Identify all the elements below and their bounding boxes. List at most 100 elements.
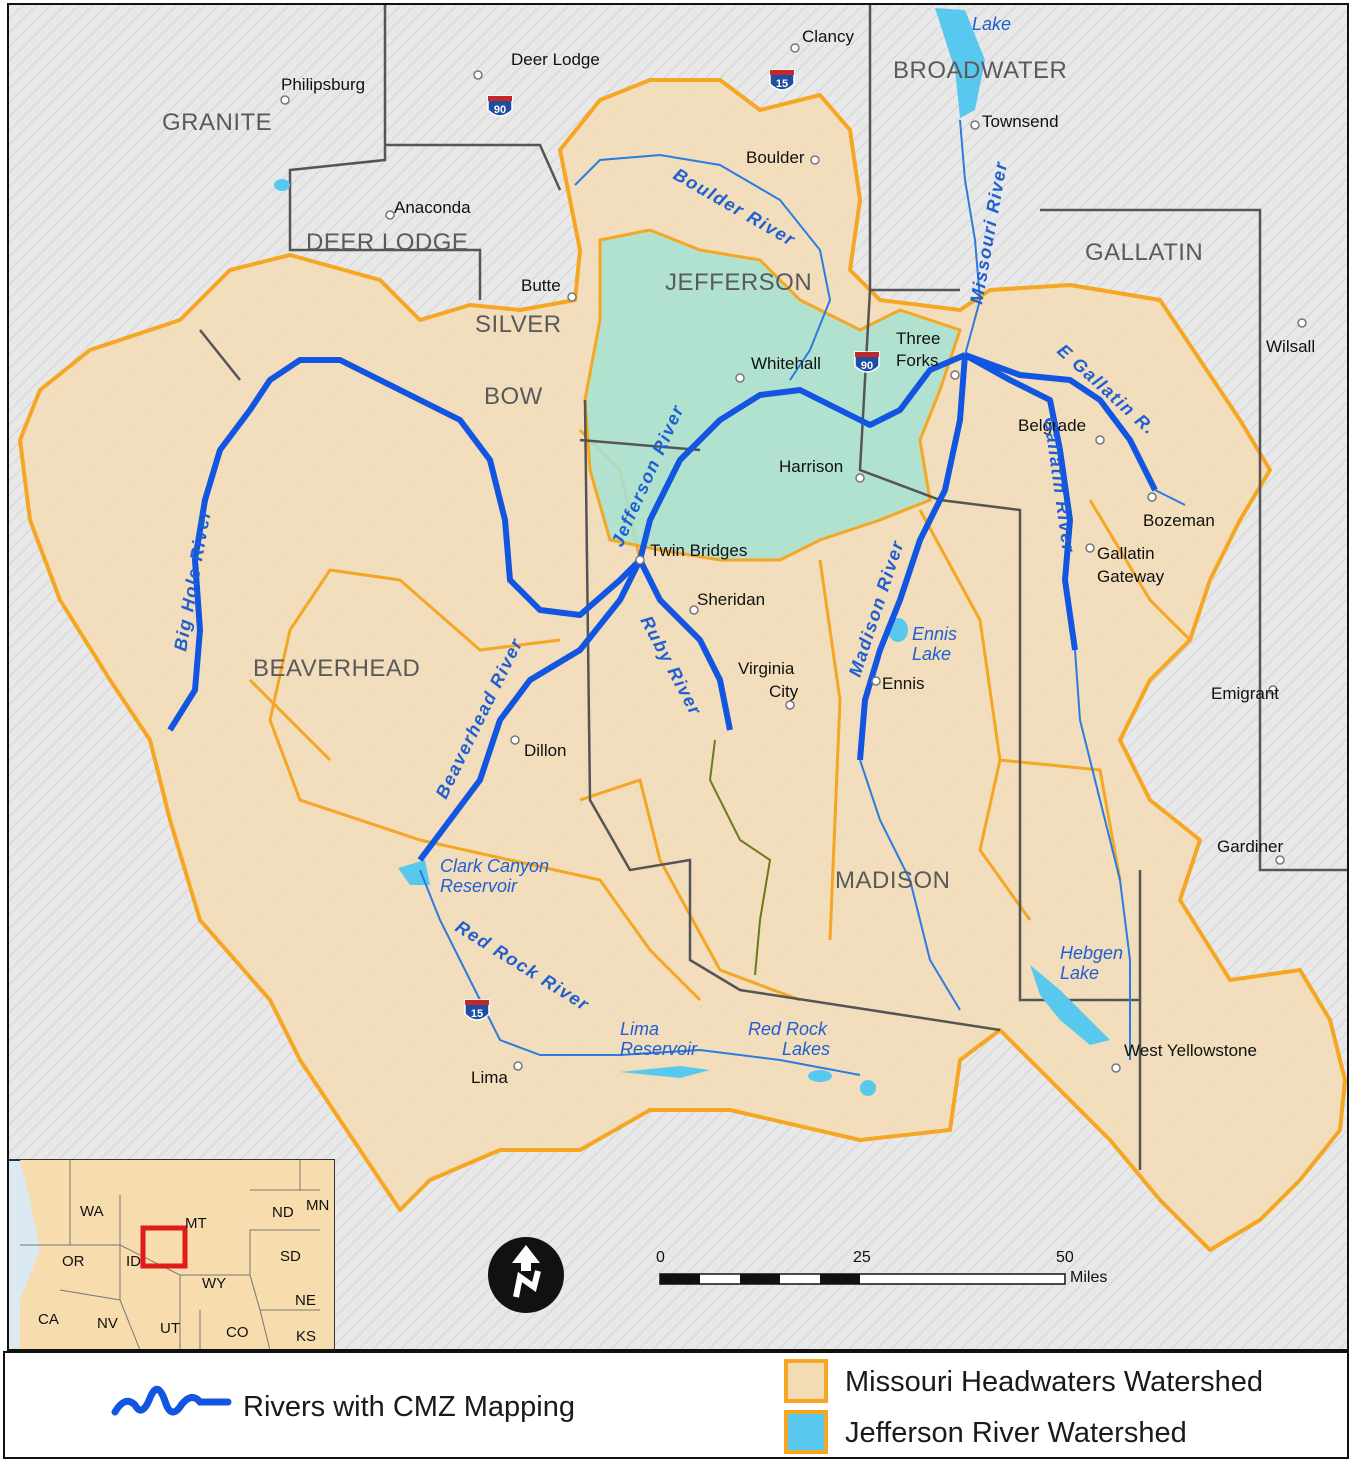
county-label-granite: GRANITE (162, 109, 272, 136)
legend-river-swatch (111, 1385, 232, 1416)
town-ennis: Ennis (882, 674, 925, 693)
town-virginia-city-line1: Virginia (738, 659, 795, 678)
north-arrow-icon (488, 1237, 564, 1313)
missouri-river-line (959, 119, 982, 356)
town-twin-bridges: Twin Bridges (650, 541, 747, 560)
hebgen-lake (1030, 965, 1110, 1045)
water-label-clark-canyon: Clark Canyon Reservoir (440, 856, 554, 896)
county-label-broadwater: BROADWATER (893, 57, 1067, 84)
town-gallatin-gateway-line2: Gateway (1097, 567, 1165, 586)
legend-missouri-label: Missouri Headwaters Watershed (845, 1366, 1263, 1398)
inset-label-ca: CA (38, 1311, 59, 1328)
madison-river-cmz (857, 354, 968, 761)
town-emigrant: Emigrant (1211, 684, 1279, 703)
town-harrison: Harrison (779, 457, 843, 476)
water-label-lima-line2: Reservoir (620, 1039, 698, 1059)
water-label-ennis-line1: Ennis (912, 624, 957, 644)
legend-rivers-label: Rivers with CMZ Mapping (243, 1391, 575, 1423)
water-label-ennis-line2: Lake (912, 644, 951, 664)
water-label-clark-canyon-line1: Clark Canyon (440, 856, 549, 876)
gallatin-river-cmz (963, 352, 1078, 651)
water-label-hebgen: Hebgen Lake (1060, 943, 1128, 983)
legend-jefferson-label: Jefferson River Watershed (845, 1417, 1187, 1449)
town-virginia-city: Virginia City (738, 659, 799, 701)
inset-label-ne: NE (295, 1292, 316, 1309)
canyon-ferry-lake (935, 8, 985, 118)
legend-jefferson-swatch (784, 1410, 828, 1454)
county-label-bow: BOW (484, 383, 543, 410)
i90-shield-whitehall: 90 (854, 351, 880, 373)
water-label-canyon-ferry: Lake (972, 14, 1011, 34)
small-lake (274, 179, 290, 191)
county-label-beaverhead: BEAVERHEAD (253, 655, 420, 682)
lima-reservoir (620, 1066, 710, 1078)
scale-tick-0: 0 (656, 1249, 665, 1266)
county-label-madison: MADISON (835, 867, 951, 894)
town-gardiner: Gardiner (1217, 837, 1283, 856)
inset-label-ut: UT (160, 1320, 180, 1337)
clark-canyon-reservoir (398, 860, 430, 885)
water-label-lima-line1: Lima (620, 1019, 659, 1039)
map-border (7, 3, 1349, 1351)
beaverhead-river-cmz (417, 558, 643, 862)
water-label-ennis-lake: Ennis Lake (912, 624, 962, 664)
town-boulder: Boulder (746, 148, 805, 167)
town-deer-lodge: Deer Lodge (511, 50, 600, 69)
big-hole-river-cmz (167, 357, 643, 732)
inset-label-co: CO (226, 1324, 249, 1341)
county-label-deer-lodge: DEER LODGE (306, 229, 468, 256)
town-belgrade: Belgrade (1018, 416, 1086, 435)
town-sheridan: Sheridan (697, 590, 765, 609)
water-label-hebgen-line1: Hebgen (1060, 943, 1123, 963)
i90-shield-north: 90 (487, 95, 513, 117)
i90-number-north: 90 (494, 104, 506, 116)
i15-shield-south: 15 (464, 999, 490, 1021)
i15-shield-north: 15 (769, 69, 795, 91)
legend: Rivers with CMZ Mapping Missouri Headwat… (3, 1351, 1349, 1459)
town-gallatin-gateway-line1: Gallatin (1097, 544, 1155, 563)
town-clancy: Clancy (802, 27, 854, 46)
scale-tick-50: 50 (1056, 1249, 1074, 1266)
inset-label-ks: KS (296, 1328, 316, 1345)
red-rock-river-line (419, 869, 861, 1076)
town-dillon: Dillon (524, 741, 567, 760)
inset-study-area-box (140, 1225, 188, 1269)
water-label-red-rock-line2: Lakes (782, 1039, 830, 1059)
inset-label-mn: MN (306, 1197, 329, 1214)
county-label-jefferson: JEFFERSON (665, 269, 812, 296)
red-rock-lakes (808, 1070, 832, 1082)
inset-label-wa: WA (80, 1203, 104, 1220)
county-label-silver: SILVER (475, 311, 562, 338)
inset-locator-map: WA MT ND MN OR ID SD WY NE CA NV UT CO K… (7, 1159, 335, 1351)
water-label-lima-reservoir: Lima Reservoir (620, 1019, 698, 1059)
town-three-forks-line1: Three (896, 329, 940, 348)
town-wilsall: Wilsall (1266, 337, 1315, 356)
inset-label-id: ID (126, 1253, 141, 1270)
jefferson-river-cmz (637, 352, 967, 561)
water-label-hebgen-line2: Lake (1060, 963, 1099, 983)
town-philipsburg: Philipsburg (281, 75, 365, 94)
i90-number-whitehall: 90 (861, 360, 873, 372)
town-anaconda: Anaconda (394, 198, 471, 217)
water-label-clark-canyon-line2: Reservoir (440, 876, 518, 896)
legend-missouri-swatch (784, 1359, 828, 1403)
scale-tick-25: 25 (853, 1249, 871, 1266)
scale-bar: 0 25 50 Miles (656, 1249, 1107, 1286)
town-gallatin-gateway: Gallatin Gateway (1097, 544, 1165, 586)
water-label-red-rock-line1: Red Rock (748, 1019, 828, 1039)
inset-label-mt: MT (185, 1215, 207, 1232)
town-west-yellowstone: West Yellowstone (1124, 1041, 1257, 1060)
e-gallatin-river-cmz (963, 352, 1158, 492)
water-label-red-rock-lakes: Red Rock Lakes (748, 1019, 832, 1059)
town-markers (280, 43, 1307, 1073)
ruby-river-cmz (637, 558, 733, 731)
inset-label-nd: ND (272, 1204, 294, 1221)
gallatin-upper-line (1074, 649, 1131, 1060)
town-three-forks-line2: Forks (896, 351, 939, 370)
town-whitehall: Whitehall (751, 354, 821, 373)
boulder-river-line (574, 153, 832, 381)
county-lines (199, 4, 1348, 1170)
inset-label-or: OR (62, 1253, 85, 1270)
ruby-upper-line (708, 739, 772, 976)
